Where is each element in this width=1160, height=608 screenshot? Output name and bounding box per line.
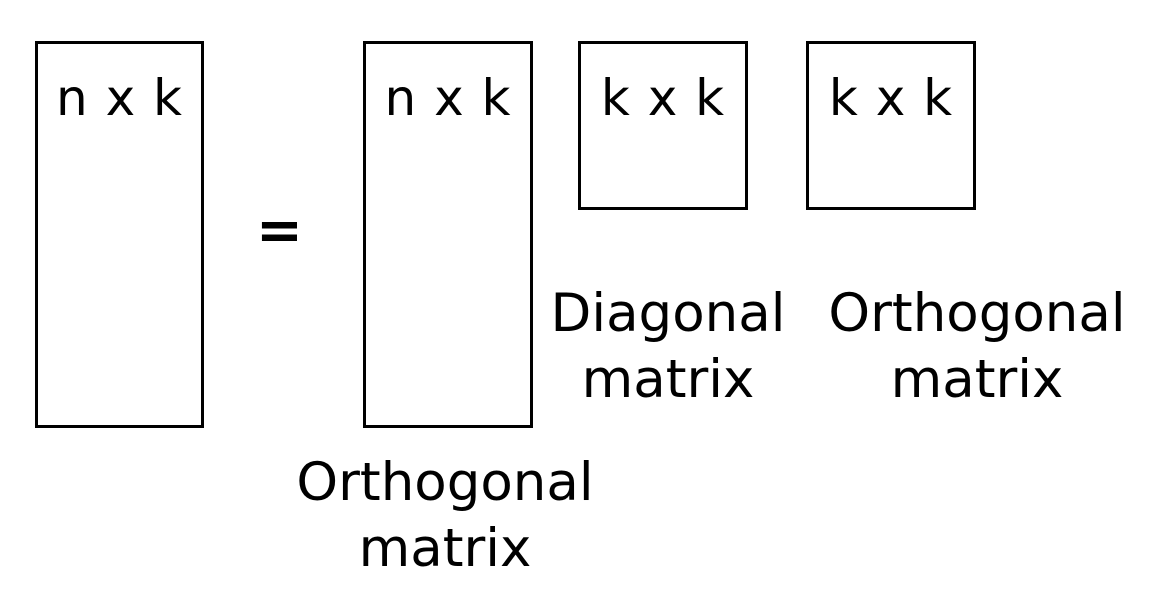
right-factor-matrix-box: k x k [806,41,976,210]
equals-sign: = [256,198,303,263]
middle-factor-caption: Diagonal matrix [548,281,788,413]
input-matrix-dims: n x k [55,69,184,127]
right-factor-caption: Orthogonal matrix [812,281,1142,413]
left-factor-matrix-box: n x k [363,41,533,428]
left-factor-caption-line2: matrix [358,518,532,579]
right-factor-caption-line1: Orthogonal [828,283,1126,344]
left-factor-caption-line1: Orthogonal [296,452,594,513]
middle-factor-dims: k x k [600,69,726,127]
left-factor-caption: Orthogonal matrix [275,450,615,582]
middle-factor-caption-line1: Diagonal [550,283,786,344]
middle-factor-caption-line2: matrix [581,349,755,410]
left-factor-dims: n x k [384,69,512,127]
right-factor-dims: k x k [828,69,954,127]
input-matrix-box: n x k [35,41,204,428]
middle-factor-matrix-box: k x k [578,41,748,210]
right-factor-caption-line2: matrix [890,349,1064,410]
